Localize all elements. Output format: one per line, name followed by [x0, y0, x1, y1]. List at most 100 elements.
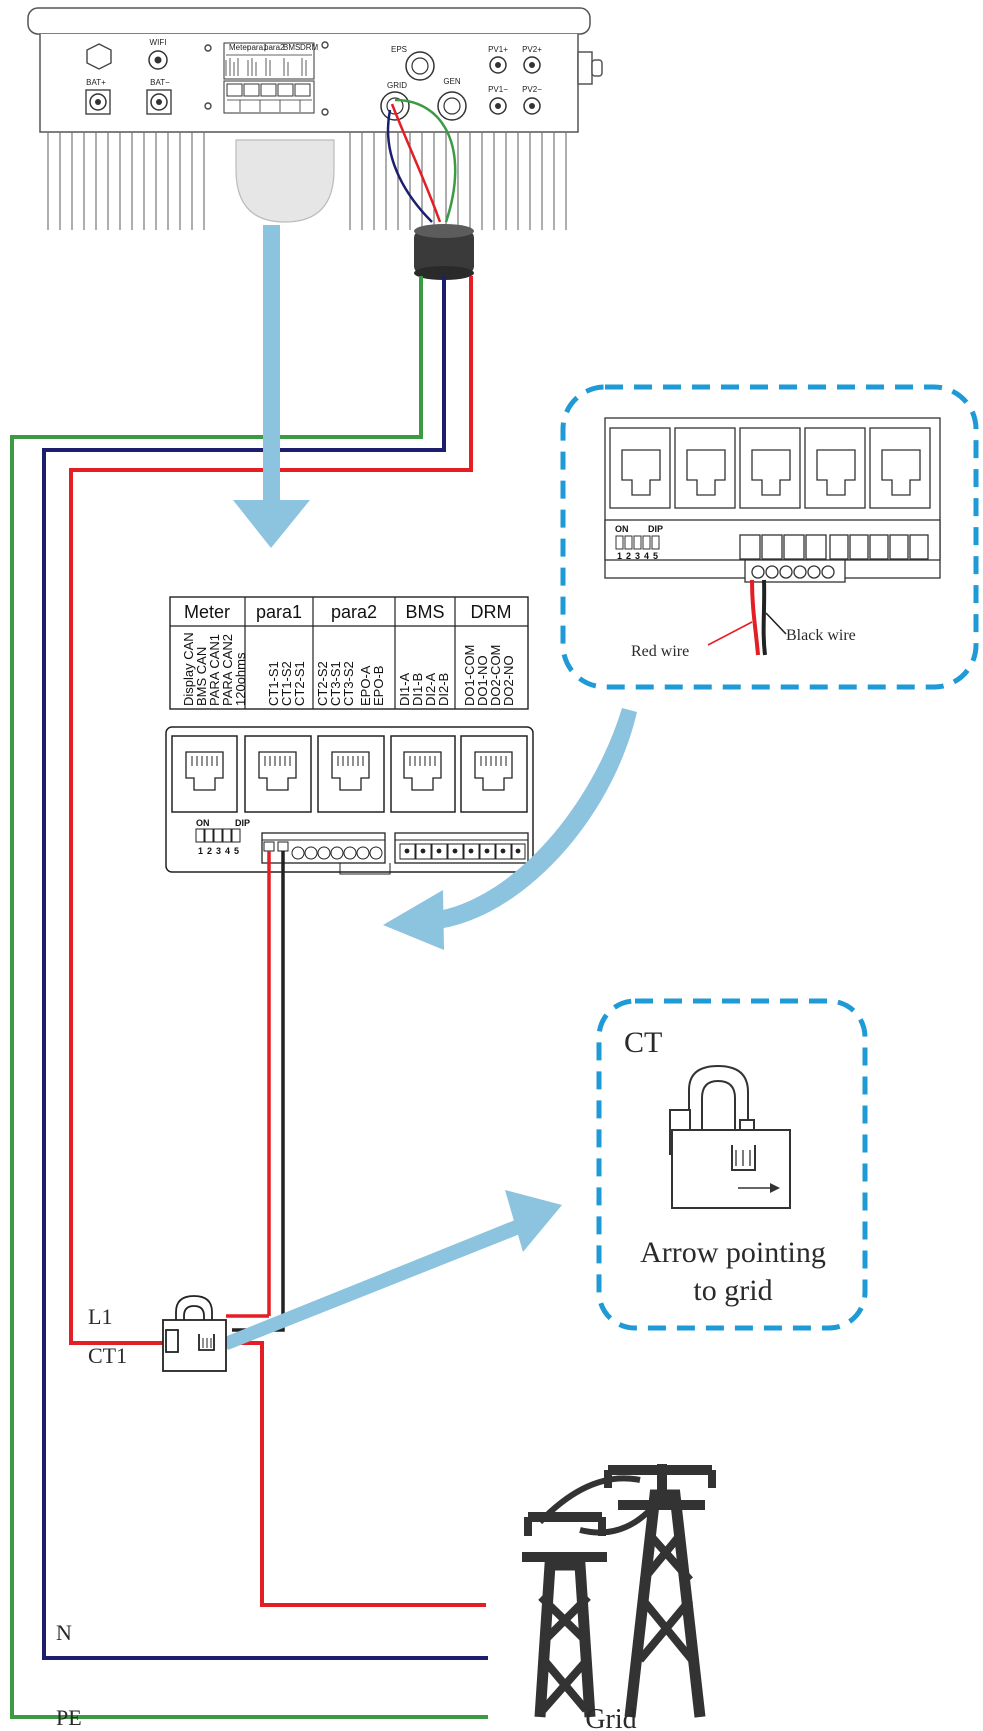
svg-text:BMS: BMS — [283, 43, 300, 52]
svg-text:1: 1 — [617, 551, 622, 561]
svg-text:3: 3 — [635, 551, 640, 561]
inverter-comm-board: Meter para1 para2 BMS DRM — [223, 42, 319, 114]
bat-plus-port: BAT+ — [85, 78, 111, 115]
neutral-wire — [42, 276, 488, 1660]
svg-text:PV2+: PV2+ — [522, 45, 542, 54]
pin-label: DO2-COM — [488, 645, 503, 706]
svg-text:WIFI: WIFI — [150, 38, 167, 47]
pin-label: DI2-A — [423, 672, 438, 706]
ct-large-icon — [669, 1064, 791, 1209]
svg-text:para1: para1 — [247, 43, 268, 52]
svg-text:BAT−: BAT− — [150, 78, 170, 87]
vent-plug — [86, 43, 112, 70]
pin-label: DO1-COM — [462, 645, 477, 706]
ct-caption-line2: to grid — [693, 1274, 772, 1307]
detail-red-wire — [750, 579, 760, 656]
cable-gland — [414, 224, 474, 280]
pin-label: DO2-NO — [501, 655, 516, 706]
mounting-screws — [204, 41, 329, 116]
svg-text:GEN: GEN — [443, 77, 461, 86]
pv-ports: PV1+ PV2+ PV1− PV2− — [488, 45, 542, 115]
n-label: N — [56, 1620, 72, 1645]
black-wire-label: Black wire — [786, 627, 856, 644]
detail-dip-switch: ON DIP 1 2 3 4 5 — [615, 524, 663, 561]
svg-text:PV2−: PV2− — [522, 85, 542, 94]
ct-black-signal-wire — [232, 851, 285, 1332]
pin-label: PARA CAN1 — [207, 634, 222, 706]
pin-label: DO1-NO — [475, 655, 490, 706]
pin-label: CT2-S2 — [315, 661, 330, 706]
ct-callout: CT Arrow pointing to grid — [596, 998, 868, 1331]
grid-label: Grid — [585, 1704, 636, 1731]
ct1-label: CT1 — [88, 1343, 127, 1368]
svg-text:2: 2 — [626, 551, 631, 561]
svg-text:GRID: GRID — [387, 81, 407, 90]
pin-label: CT3-S2 — [341, 661, 356, 706]
inverter-unit — [27, 7, 603, 230]
down-arrow — [233, 225, 310, 548]
svg-text:DIP: DIP — [235, 818, 250, 828]
svg-text:PV1+: PV1+ — [488, 45, 508, 54]
pin-label: EPO-B — [371, 666, 386, 706]
svg-text:para2: para2 — [264, 43, 285, 52]
line-wire — [69, 276, 486, 1607]
svg-text:EPS: EPS — [391, 45, 407, 54]
gen-port: GEN — [437, 77, 467, 121]
rj45-ports — [171, 735, 528, 813]
pin-label: DI1-A — [397, 672, 412, 706]
pin-label: CT1-S2 — [279, 661, 294, 706]
bat-minus-port: BAT− — [146, 78, 172, 115]
pin-label: DI1-B — [410, 673, 425, 706]
pin-label: CT1-S1 — [266, 661, 281, 706]
header-para2: para2 — [331, 602, 377, 622]
screw-terminal-block — [394, 832, 529, 864]
heatsink-fins — [47, 132, 567, 230]
wifi-port: WIFI — [148, 38, 168, 70]
communication-board: ON DIP 1 2 3 4 5 — [165, 726, 534, 875]
svg-text:ON: ON — [196, 818, 210, 828]
curved-arrow — [383, 708, 637, 950]
pin-label: BMS CAN — [194, 647, 209, 706]
svg-text:DIP: DIP — [648, 524, 663, 534]
header-bms: BMS — [405, 602, 444, 622]
l1-label: L1 — [88, 1304, 112, 1329]
pe-wire — [10, 276, 488, 1719]
pe-label: PE — [56, 1705, 82, 1730]
terminal-table: Meter para1 para2 BMS DRM Display CAN BM… — [169, 596, 529, 710]
grid-port-wires — [386, 98, 457, 223]
header-drm: DRM — [471, 602, 512, 622]
ct-callout-title: CT — [624, 1026, 662, 1059]
svg-text:DRM: DRM — [300, 43, 319, 52]
red-wire-label: Red wire — [631, 643, 689, 660]
svg-text:2: 2 — [207, 846, 212, 856]
pin-label: EPO-A — [358, 665, 373, 706]
header-para1: para1 — [256, 602, 302, 622]
dip-switch: ON DIP 1 2 3 4 5 — [195, 818, 250, 856]
svg-text:5: 5 — [653, 551, 658, 561]
pin-label: CT2-S1 — [292, 661, 307, 706]
svg-text:PV1−: PV1− — [488, 85, 508, 94]
ct-pointer-arrow — [222, 1190, 562, 1350]
ct1-sensor — [162, 1295, 227, 1372]
grid-pylon-icon — [522, 1464, 716, 1718]
svg-text:3: 3 — [216, 846, 221, 856]
ct-caption-line1: Arrow pointing — [640, 1236, 826, 1269]
svg-text:ON: ON — [615, 524, 629, 534]
eps-port: EPS — [391, 45, 435, 81]
svg-text:4: 4 — [225, 846, 230, 856]
svg-text:4: 4 — [644, 551, 649, 561]
grid-port: GRID — [380, 81, 410, 121]
pin-label: 120ohms — [233, 652, 248, 706]
pin-label: PARA CAN2 — [220, 634, 235, 706]
svg-text:5: 5 — [234, 846, 239, 856]
header-meter: Meter — [184, 602, 230, 622]
detail-callout: ON DIP 1 2 3 4 5 Red wire Black wire — [560, 384, 979, 690]
detail-black-wire — [761, 579, 767, 656]
svg-text:Meter: Meter — [229, 43, 250, 52]
pin-label: CT3-S1 — [328, 661, 343, 706]
svg-text:1: 1 — [198, 846, 203, 856]
pin-label: Display CAN — [181, 632, 196, 706]
svg-text:BAT+: BAT+ — [86, 78, 106, 87]
pin-label: DI2-B — [436, 673, 451, 706]
